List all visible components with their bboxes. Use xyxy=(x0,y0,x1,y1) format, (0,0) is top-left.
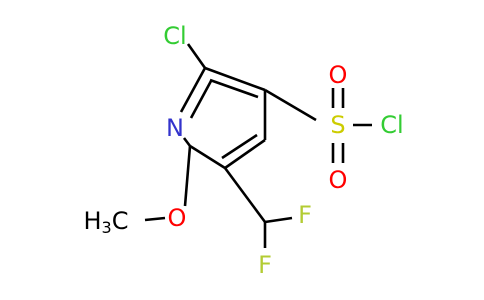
chlorine-ring-label: Cl xyxy=(163,22,186,50)
bond-c4-s xyxy=(264,88,317,122)
nitrogen-label: N xyxy=(166,114,184,142)
methyl-c-label: C xyxy=(112,207,129,235)
bond-n-c1 xyxy=(179,67,207,113)
bond-o-methyl xyxy=(144,216,166,222)
bond-c2-c3 xyxy=(204,66,266,92)
bond-c4-c5 xyxy=(224,138,266,170)
methoxy-oxygen-label: O xyxy=(168,204,187,232)
oxygen-down-label: O xyxy=(329,166,348,194)
bond-c2-c3-double xyxy=(209,78,259,99)
oxygen-up-label: O xyxy=(329,61,348,89)
methyl-h-label: H xyxy=(84,207,102,235)
bond-c5-chf2 xyxy=(223,167,267,223)
methyl-label: H3C xyxy=(84,207,129,237)
bond-c5-c6 xyxy=(189,144,226,170)
bond-chf2-f-right xyxy=(264,216,293,224)
pyridine-ring xyxy=(179,66,267,170)
bond-c6-o xyxy=(183,145,192,207)
bond-c4-c5-double xyxy=(221,133,258,160)
fluorine-down-label: F xyxy=(258,251,272,279)
bond-c6-n xyxy=(182,137,192,147)
fluorine-right-label: F xyxy=(298,201,312,229)
methyl-subscript-label: 3 xyxy=(102,218,112,237)
chlorine-sulfonyl-label: Cl xyxy=(380,111,403,139)
bond-c1-cl xyxy=(186,43,207,69)
bond-n-c1-double xyxy=(189,80,213,119)
sulfur-label: S xyxy=(330,111,345,139)
